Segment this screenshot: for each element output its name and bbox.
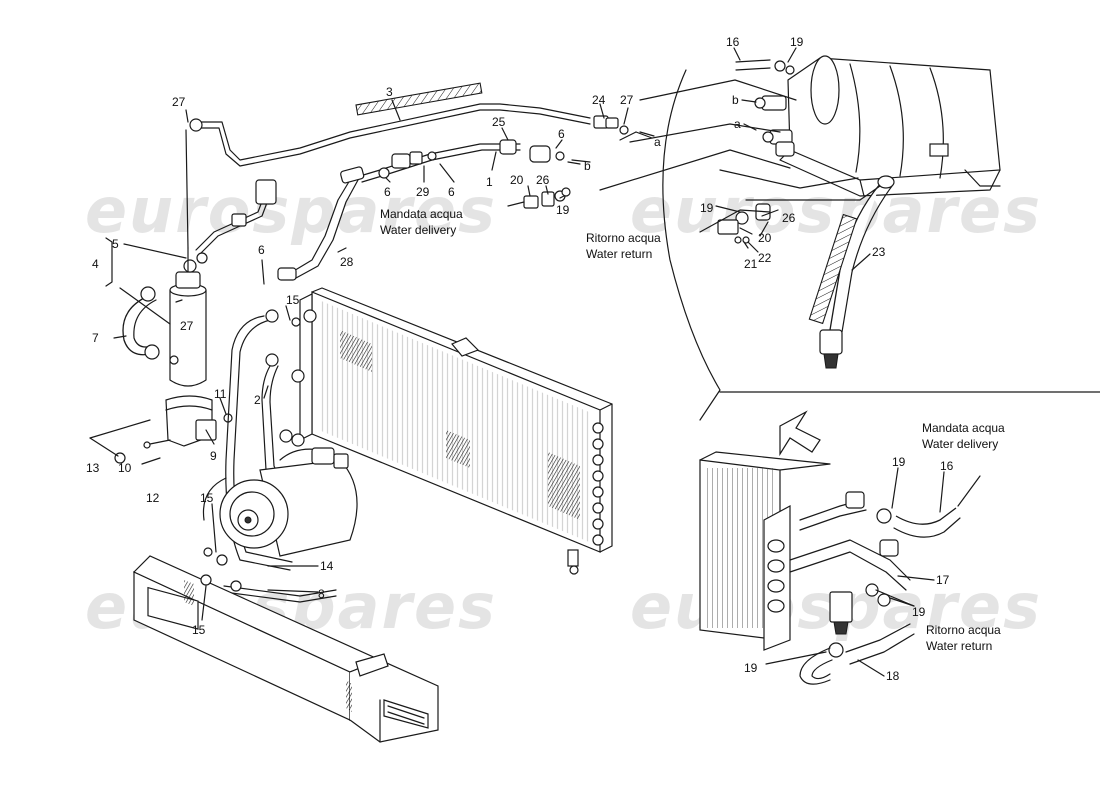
part-label-6-a: 6 bbox=[558, 127, 565, 141]
receiver-drier bbox=[122, 129, 277, 387]
part-label-16-a: 16 bbox=[726, 35, 740, 49]
caption-water-delivery-right-en: Water delivery bbox=[922, 437, 998, 451]
part-label-25: 25 bbox=[492, 115, 506, 129]
drier-bracket-9 bbox=[89, 395, 233, 465]
captions: Mandata acqua Water delivery Ritorno acq… bbox=[380, 207, 1005, 653]
connector-labels: a b a b bbox=[567, 93, 757, 173]
hoses-compressor bbox=[223, 309, 337, 603]
part-label-23: 23 bbox=[872, 245, 886, 259]
pipe-3 bbox=[189, 82, 591, 167]
caption-water-return-top-en: Water return bbox=[586, 247, 652, 261]
part-label-1: 1 bbox=[486, 175, 493, 189]
part-label-6-c: 6 bbox=[448, 185, 455, 199]
part-label-19-b: 19 bbox=[790, 35, 804, 49]
part-label-15-a: 15 bbox=[286, 293, 300, 307]
arrow-icon bbox=[779, 410, 821, 457]
part-label-26-a: 26 bbox=[536, 173, 550, 187]
label-connector-b-top: b bbox=[584, 159, 591, 173]
mounting-beam bbox=[132, 547, 439, 743]
part-label-20-a: 20 bbox=[510, 173, 524, 187]
label-connector-a-heater: a bbox=[734, 117, 741, 131]
fitting-6-right bbox=[529, 145, 551, 163]
part-label-7: 7 bbox=[92, 331, 99, 345]
label-connector-b-heater: b bbox=[732, 93, 739, 107]
pressure-switch-connector bbox=[255, 179, 277, 205]
part-label-20-b: 20 bbox=[758, 231, 772, 245]
part-label-10: 10 bbox=[118, 461, 132, 475]
watermark-top-right: eurospares bbox=[630, 174, 1042, 247]
o-ring-27-lower bbox=[169, 355, 179, 365]
part-label-3: 3 bbox=[386, 85, 393, 99]
part-label-8: 8 bbox=[318, 587, 325, 601]
caption-water-return-right-en: Water return bbox=[926, 639, 992, 653]
part-label-19-f: 19 bbox=[744, 661, 758, 675]
part-label-19-c: 19 bbox=[700, 201, 714, 215]
part-label-27-b: 27 bbox=[620, 93, 634, 107]
part-label-19-e: 19 bbox=[912, 605, 926, 619]
part-label-4: 4 bbox=[92, 257, 99, 271]
part-label-14: 14 bbox=[320, 559, 334, 573]
part-label-15-b: 15 bbox=[200, 491, 214, 505]
part-label-19-d: 19 bbox=[892, 455, 906, 469]
part-label-2: 2 bbox=[254, 393, 261, 407]
part-label-6-b: 6 bbox=[384, 185, 391, 199]
caption-water-delivery-top-it: Mandata acqua bbox=[380, 207, 463, 221]
fitting-29 bbox=[391, 153, 411, 169]
part-label-27-c: 27 bbox=[180, 319, 194, 333]
water-delivery-fittings-top bbox=[507, 187, 571, 209]
part-label-29: 29 bbox=[416, 185, 430, 199]
inset-coils bbox=[767, 539, 785, 613]
part-label-12: 12 bbox=[146, 491, 160, 505]
pipe-3-insulation bbox=[355, 82, 483, 116]
fitting-25 bbox=[499, 139, 517, 155]
caption-water-delivery-right-it: Mandata acqua bbox=[922, 421, 1005, 435]
fitting-24 bbox=[593, 115, 629, 135]
caption-water-delivery-top-en: Water delivery bbox=[380, 223, 456, 237]
detail-inset bbox=[662, 69, 1100, 685]
part-label-11: 11 bbox=[214, 387, 227, 401]
part-label-13: 13 bbox=[86, 461, 100, 475]
part-label-15-c: 15 bbox=[192, 623, 206, 637]
label-connector-a-top: a bbox=[654, 135, 661, 149]
part-label-16-b: 16 bbox=[940, 459, 954, 473]
pipe-3-fitting bbox=[189, 118, 203, 132]
part-label-6-d: 6 bbox=[258, 243, 265, 257]
ac-compressor bbox=[202, 447, 358, 557]
watermark-group: eurospares eurospares eurospares eurospa… bbox=[85, 174, 1042, 643]
part-label-21: 21 bbox=[744, 257, 758, 271]
caption-water-return-top-it: Ritorno acqua bbox=[586, 231, 661, 245]
condenser-coils bbox=[592, 422, 604, 546]
pipe-28 bbox=[277, 166, 365, 281]
part-label-26-b: 26 bbox=[782, 211, 796, 225]
part-label-17: 17 bbox=[936, 573, 950, 587]
part-label-22: 22 bbox=[758, 251, 772, 265]
part-label-5: 5 bbox=[112, 237, 119, 251]
projection-lines bbox=[571, 79, 881, 233]
part-label-19-a: 19 bbox=[556, 203, 570, 217]
part-label-9: 9 bbox=[210, 449, 217, 463]
part-label-18: 18 bbox=[886, 669, 900, 683]
watermark-top-left: eurospares bbox=[85, 174, 497, 247]
part-label-27-a: 27 bbox=[172, 95, 186, 109]
part-label-24: 24 bbox=[592, 93, 606, 107]
part-label-28: 28 bbox=[340, 255, 354, 269]
condenser bbox=[291, 287, 613, 575]
part-labels: 3 27 24 27 25 6 1 29 6 6 20 26 19 28 6 1… bbox=[86, 35, 954, 683]
pipe-1 bbox=[359, 139, 565, 183]
caption-water-return-right-it: Ritorno acqua bbox=[926, 623, 1001, 637]
